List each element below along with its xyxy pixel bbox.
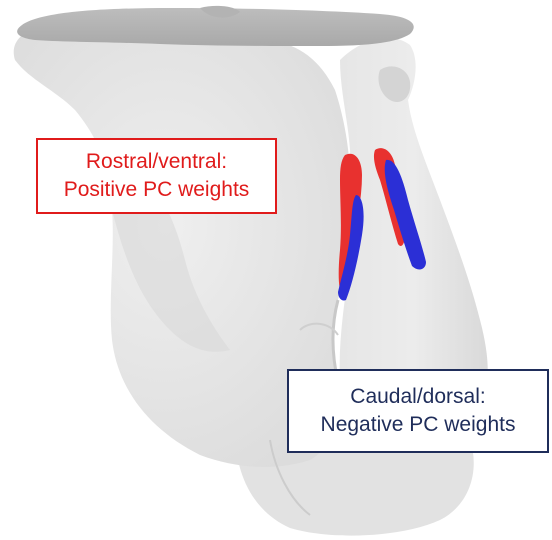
caudal-label-line1: Caudal/dorsal: bbox=[289, 383, 547, 411]
caudal-label-line2: Negative PC weights bbox=[289, 411, 547, 439]
caudal-dorsal-label: Caudal/dorsal: Negative PC weights bbox=[287, 369, 549, 453]
rostral-label-line2: Positive PC weights bbox=[38, 176, 275, 204]
rostral-ventral-label: Rostral/ventral: Positive PC weights bbox=[36, 138, 277, 214]
rostral-label-line1: Rostral/ventral: bbox=[38, 148, 275, 176]
